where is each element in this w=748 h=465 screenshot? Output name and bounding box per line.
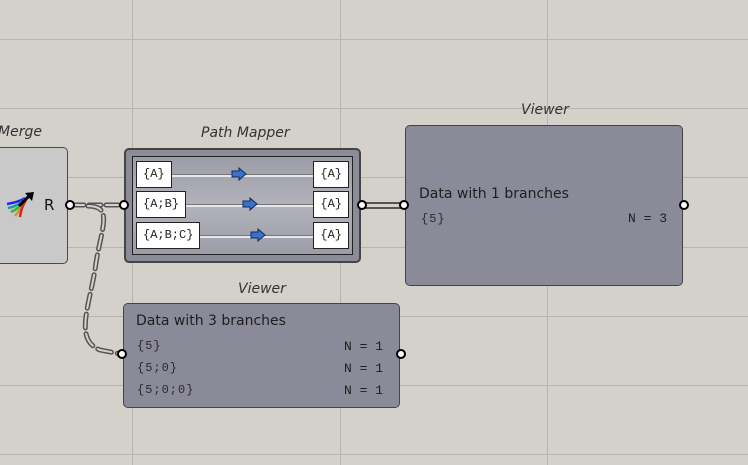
path-mapper-label: Path Mapper [201, 125, 290, 141]
arrow-right-icon [242, 197, 258, 211]
branch-path: {5} [137, 339, 162, 353]
branch-count: N = 3 [627, 211, 667, 226]
wire-merge-to-viewer [82, 203, 124, 357]
branch-path: {5;0;0} [137, 383, 195, 397]
branch-count: N = 1 [343, 383, 383, 398]
merge-output-label: R [44, 196, 55, 214]
branch-count: N = 1 [343, 361, 383, 376]
mapping-target[interactable]: {A} [313, 191, 349, 218]
merge-component[interactable]: R [0, 147, 68, 264]
grid-line [0, 177, 748, 178]
viewer-top-component[interactable]: Data with 1 branches {5} N = 3 [405, 125, 683, 286]
arrow-right-icon [250, 228, 266, 242]
viewer-title: Data with 3 branches [136, 313, 286, 329]
mapping-target[interactable]: {A} [313, 161, 349, 188]
grid-line [0, 108, 748, 109]
branch-path: {5;0} [137, 361, 179, 375]
grid-line [0, 39, 748, 40]
viewer-top-label: Viewer [521, 102, 569, 118]
arrow-right-icon [231, 167, 247, 181]
mapping-source[interactable]: {A;B} [136, 191, 187, 218]
mapping-row[interactable]: {A;B} {A} [136, 191, 349, 218]
path-mapper-component[interactable]: {A} {A} {A;B} {A} {A;B;C} {A} [124, 148, 361, 263]
merge-arrows-icon [6, 192, 34, 218]
mapping-row[interactable]: {A;B;C} {A} [136, 222, 349, 249]
grid-line [0, 454, 748, 455]
grid-line [0, 247, 748, 248]
mapping-source[interactable]: {A} [136, 161, 172, 188]
mapping-source[interactable]: {A;B;C} [136, 222, 201, 249]
merge-label: Merge [0, 124, 42, 140]
mapping-line [136, 235, 349, 238]
branch-path: {5} [421, 212, 446, 226]
viewer-bottom-label: Viewer [238, 281, 286, 297]
branch-count: N = 1 [343, 339, 383, 354]
mapping-row[interactable]: {A} {A} [136, 161, 349, 188]
wire-merge-to-viewer [84, 205, 122, 355]
mapping-target[interactable]: {A} [313, 222, 349, 249]
path-mapper-mappings: {A} {A} {A;B} {A} {A;B;C} {A} [132, 156, 353, 255]
viewer-title: Data with 1 branches [419, 186, 569, 202]
viewer-bottom-component[interactable]: Data with 3 branches {5} N = 1 {5;0} N =… [123, 303, 400, 408]
